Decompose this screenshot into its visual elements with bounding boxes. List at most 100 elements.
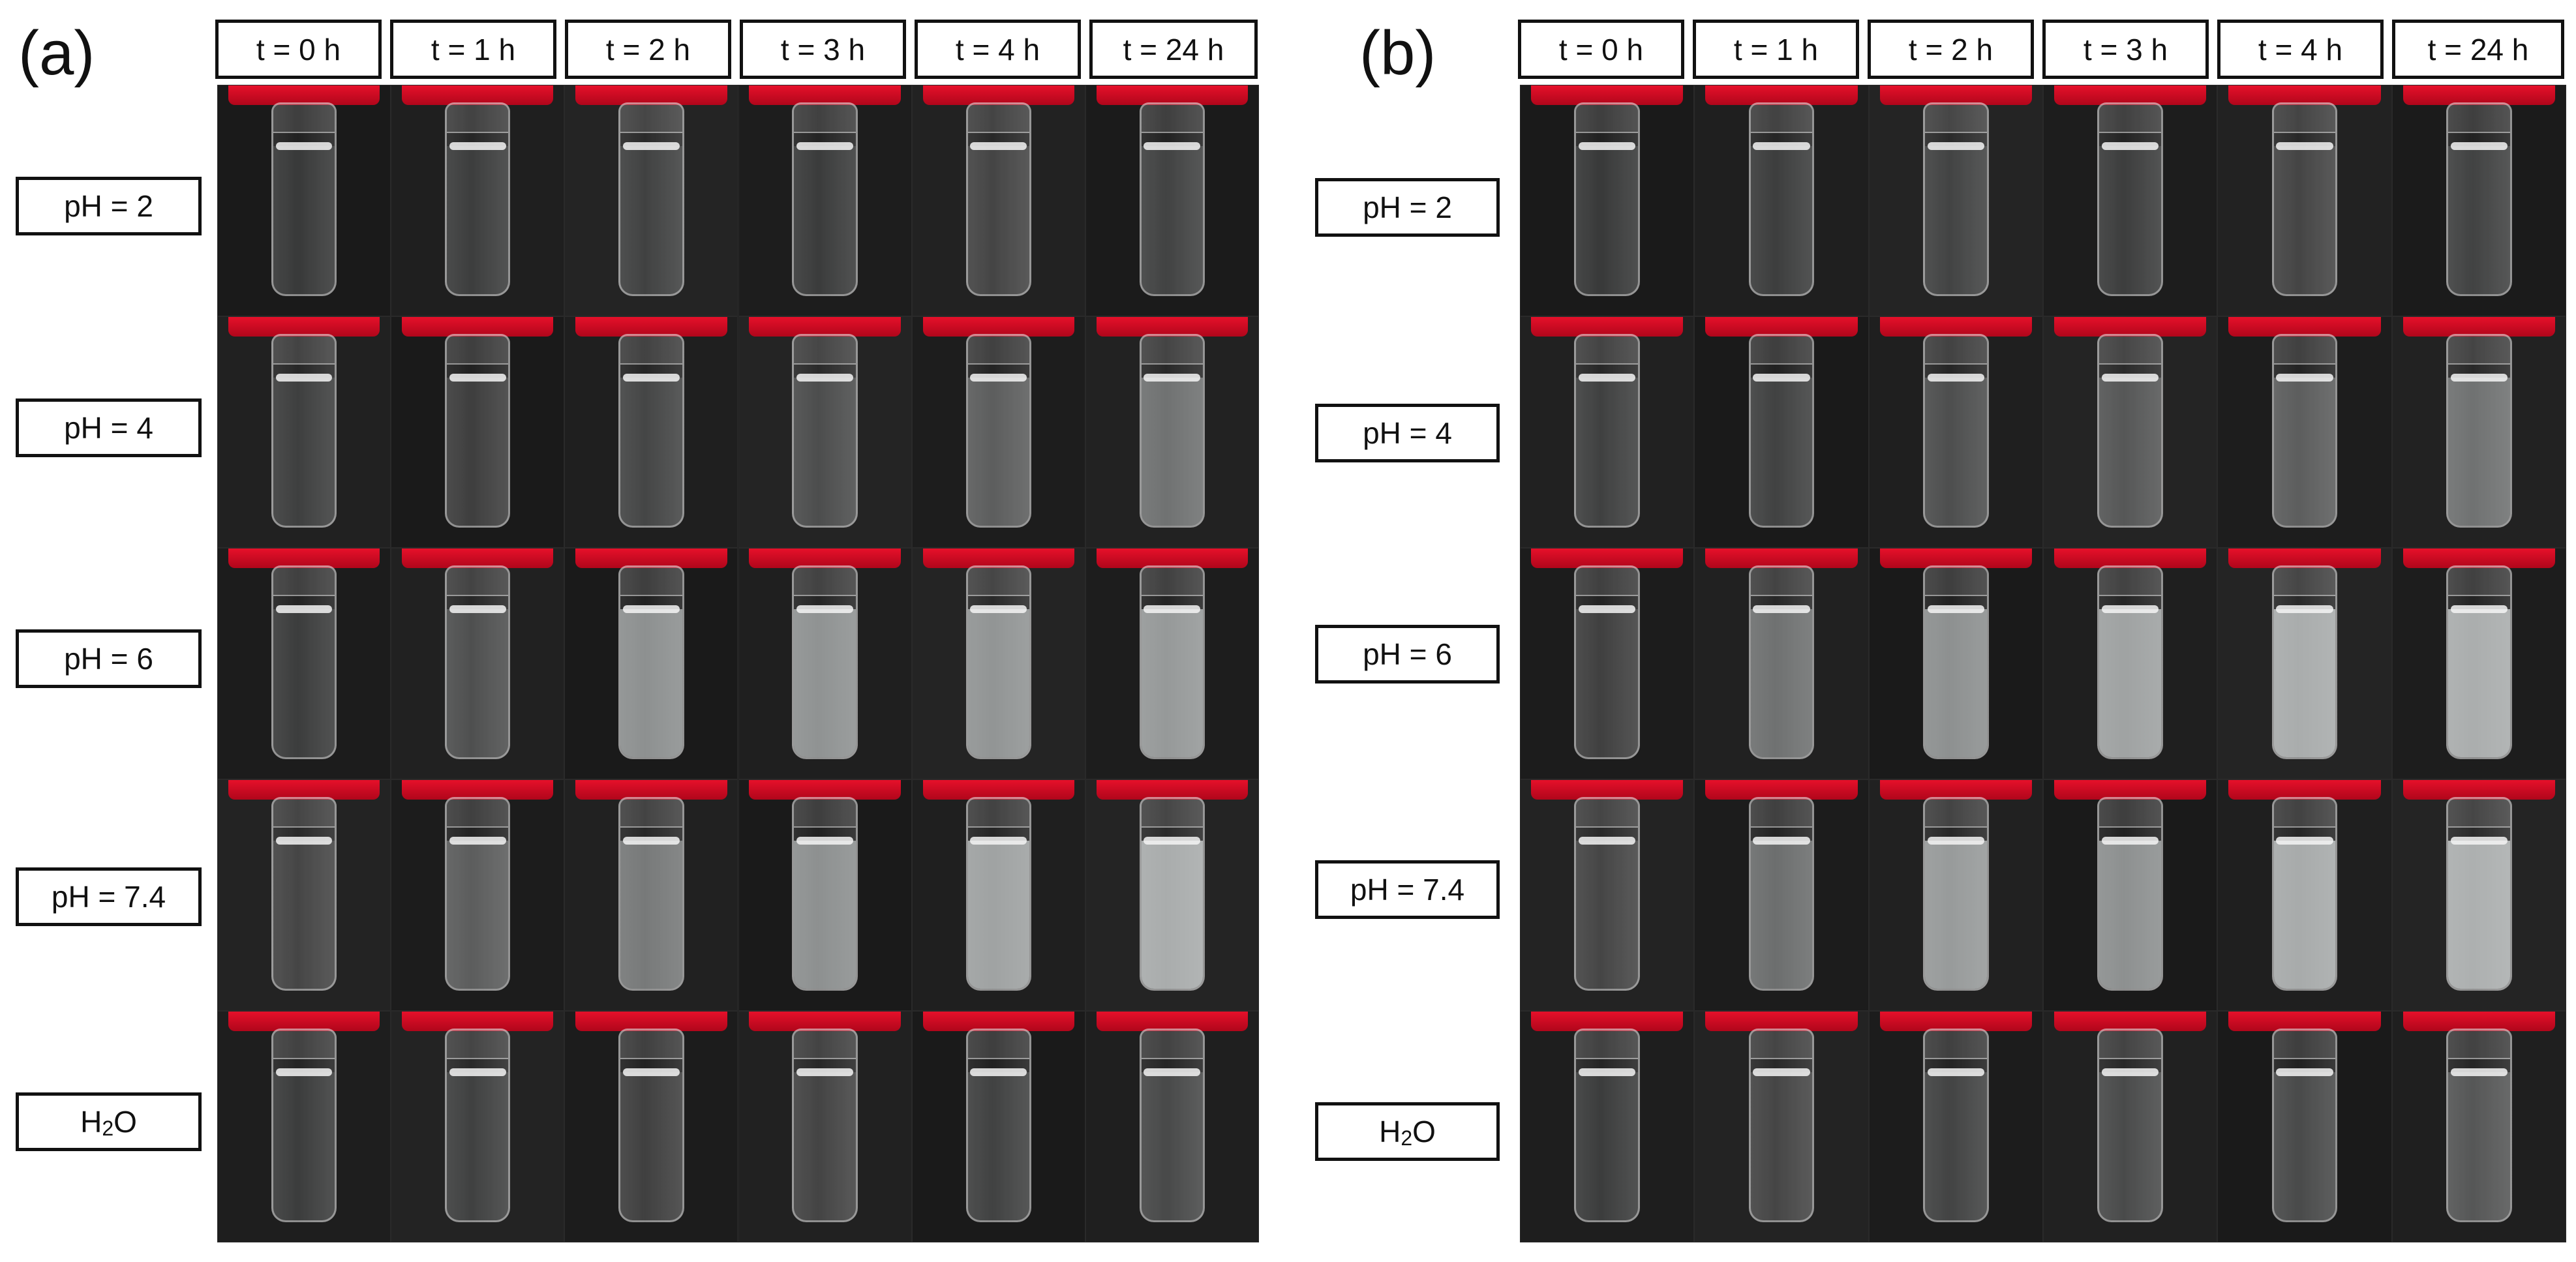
vial-photo [564,779,738,1011]
vial [965,565,1031,759]
vial-meniscus [2276,142,2333,150]
vial-meniscus [970,605,1027,613]
vial-meniscus [2276,605,2333,613]
vial-liquid [2273,841,2336,989]
vial-photo [217,316,391,548]
vial-photo [738,316,912,548]
vial-cap [1096,548,1249,568]
vial-photo [1085,1011,1259,1242]
vial [1574,1029,1641,1222]
vial-meniscus [2102,837,2159,845]
vial-photo [2217,316,2392,548]
vial-liquid [447,609,509,757]
vial [2271,1029,2338,1222]
vial-meniscus [1579,837,1636,845]
vial-cap [749,548,901,568]
vial-meniscus [1579,1068,1636,1076]
vial-photo [2043,85,2218,316]
vial [1139,102,1205,296]
time-label: t = 0 h [215,20,382,79]
vial-meniscus [796,374,853,382]
vial-meniscus [2450,837,2508,845]
vial [271,797,337,991]
vial-neck [2273,1030,2336,1059]
vial-meniscus [970,142,1027,150]
vial-photo [738,85,912,316]
vial-cap [922,548,1074,568]
vial [2097,797,2164,991]
vial-cap [2402,548,2556,568]
vial-liquid [620,378,682,526]
vial-cap [1530,1012,1684,1031]
vial-cap [922,85,1074,105]
vial-cap [1705,548,1858,568]
vial-neck [1750,567,1813,596]
vial-neck [2273,104,2336,133]
vial-meniscus [796,605,853,613]
vial [618,334,684,528]
vial-neck [1141,1030,1204,1059]
vial-cap [2053,1012,2207,1031]
vial [1922,102,1989,296]
vial-photo [2391,779,2566,1011]
vial-meniscus [275,837,333,845]
vial-meniscus [622,605,680,613]
vial-meniscus [970,837,1027,845]
vial-liquid [1141,1072,1204,1220]
vial-liquid [967,378,1029,526]
vial-meniscus [1144,605,1201,613]
vial-photo [911,85,1085,316]
vial-meniscus [2102,142,2159,150]
vial-photo [1520,548,1695,779]
vial-meniscus [1579,142,1636,150]
vial-photo [1868,1011,2043,1242]
vial [1922,565,1989,759]
vial-meniscus [1753,605,1810,613]
vial-neck [1924,567,1987,596]
vial-liquid [620,146,682,294]
vial-cap [402,548,554,568]
vial-neck [620,567,682,596]
time-label: t = 4 h [915,20,1081,79]
vial-neck [2447,799,2510,828]
vial-neck [447,567,509,596]
vial-liquid [967,1072,1029,1220]
vial [965,334,1031,528]
vial-photo [1520,1011,1695,1242]
vial-liquid [1576,146,1639,294]
vial-photo [1085,316,1259,548]
row-label-ph-2: pH = 2 [16,177,202,235]
vial-cap [2402,1012,2556,1031]
row-label-ph-7-4: pH = 7.4 [16,867,202,926]
vial-liquid [967,146,1029,294]
row-label-ph-2: pH = 2 [1315,178,1500,237]
vial-cap [2053,85,2207,105]
vial [2446,1029,2512,1222]
vial-meniscus [449,605,506,613]
water-label-h: H [1379,1115,1401,1149]
vial-meniscus [2102,374,2159,382]
vial-photo [1694,548,1869,779]
vial-neck [2099,104,2162,133]
vial-liquid [794,146,856,294]
vial-liquid [2273,609,2336,757]
vial-liquid [273,146,335,294]
vial-meniscus [2276,374,2333,382]
vial-liquid [2099,841,2162,989]
vial [2097,1029,2164,1222]
vial-photo [1694,779,1869,1011]
vial-cap [575,317,727,337]
vial-neck [2273,336,2336,365]
vial-meniscus [275,142,333,150]
vial-cap [922,780,1074,800]
vial-meniscus [2102,605,2159,613]
vial-photo [738,1011,912,1242]
vial-photo [564,316,738,548]
vial-neck [2273,567,2336,596]
vial-cap [228,780,380,800]
time-label: t = 4 h [2217,20,2384,79]
vial-cap [1530,317,1684,337]
vial-neck [1576,1030,1639,1059]
vial-liquid [447,841,509,989]
vial-meniscus [1144,142,1201,150]
